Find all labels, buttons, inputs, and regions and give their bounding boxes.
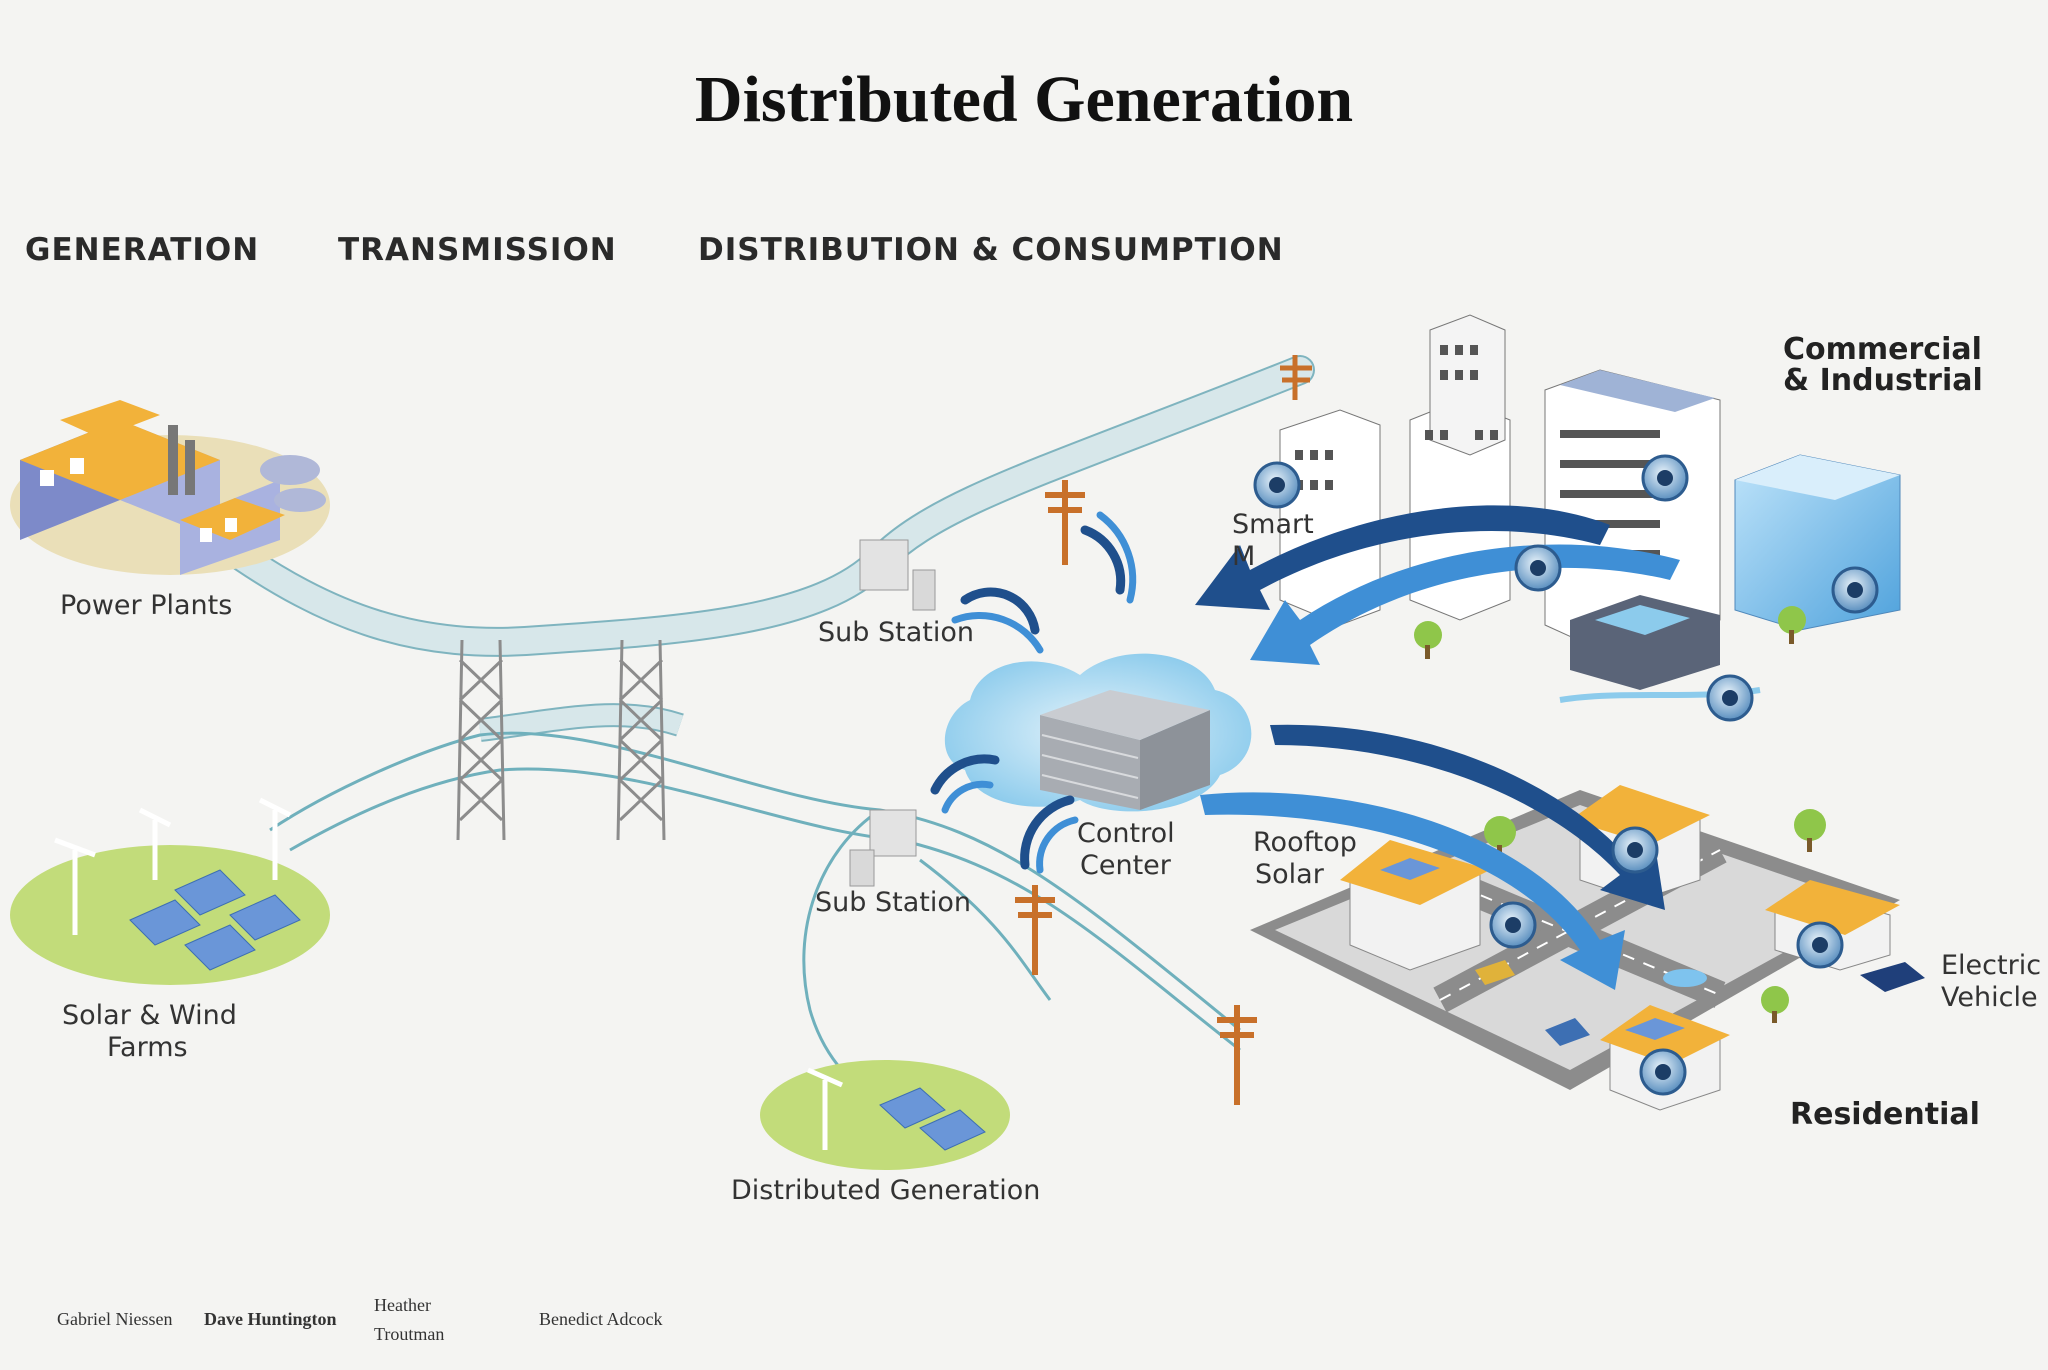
smart-meter-icons (1253, 454, 1879, 1096)
power-plant-icon (10, 400, 330, 575)
electric-vehicle-label-line2: Vehicle (1941, 982, 2038, 1013)
credit-heather-troutman-line1: Heather (374, 1295, 431, 1315)
signal-waves-icon (930, 511, 1137, 874)
flow-arrows (1195, 505, 1680, 990)
rooftop-solar-label-line2: Solar (1255, 859, 1324, 890)
transmission-tower-right (616, 639, 666, 841)
utility-pole-top (1280, 355, 1312, 400)
control-center-label-line2: Center (1080, 850, 1171, 881)
sub-station-top-label: Sub Station (818, 617, 974, 648)
substation-top-icon (859, 539, 936, 611)
smart-meter-label-line1: Smart (1232, 509, 1314, 540)
control-center-label-line1: Control (1077, 818, 1175, 849)
transmission-tower-left (456, 639, 506, 841)
utility-pole-mid (1045, 480, 1085, 565)
page-title: Distributed Generation (694, 63, 1354, 136)
control-center-icon (944, 653, 1252, 812)
transmission-cable (210, 355, 1315, 742)
section-distribution: DISTRIBUTION & CONSUMPTION (698, 232, 1284, 268)
solar-wind-label-line2: Farms (107, 1032, 188, 1063)
electric-vehicle-icon (1860, 962, 1925, 992)
solar-wind-farm-icon (10, 797, 330, 985)
section-transmission: TRANSMISSION (338, 232, 617, 268)
commercial-label-line1: Commercial (1783, 332, 1982, 367)
utility-pole-bottom (1217, 1005, 1257, 1105)
commercial-label-line2: & Industrial (1783, 363, 1983, 398)
solar-wind-label-line1: Solar & Wind (62, 1000, 237, 1031)
credit-gabriel-niessen: Gabriel Niessen (57, 1309, 173, 1329)
utility-pole-lower (1015, 885, 1055, 975)
distributed-generation-label: Distributed Generation (731, 1175, 1041, 1206)
rooftop-solar-label-line1: Rooftop (1253, 827, 1357, 858)
smart-meter-label-line2: M (1232, 541, 1256, 572)
section-generation: GENERATION (25, 232, 260, 268)
electric-vehicle-label-line1: Electric (1941, 950, 2042, 981)
sub-station-bottom-label: Sub Station (815, 887, 971, 918)
substation-bottom-icon (849, 809, 917, 887)
credit-heather-troutman-line2: Troutman (374, 1324, 445, 1344)
power-plants-label: Power Plants (60, 590, 233, 621)
residential-label: Residential (1790, 1097, 1980, 1132)
credit-benedict-adcock: Benedict Adcock (539, 1309, 663, 1329)
distributed-generation-icon (760, 1060, 1010, 1170)
credit-dave-huntington: Dave Huntington (204, 1309, 337, 1329)
